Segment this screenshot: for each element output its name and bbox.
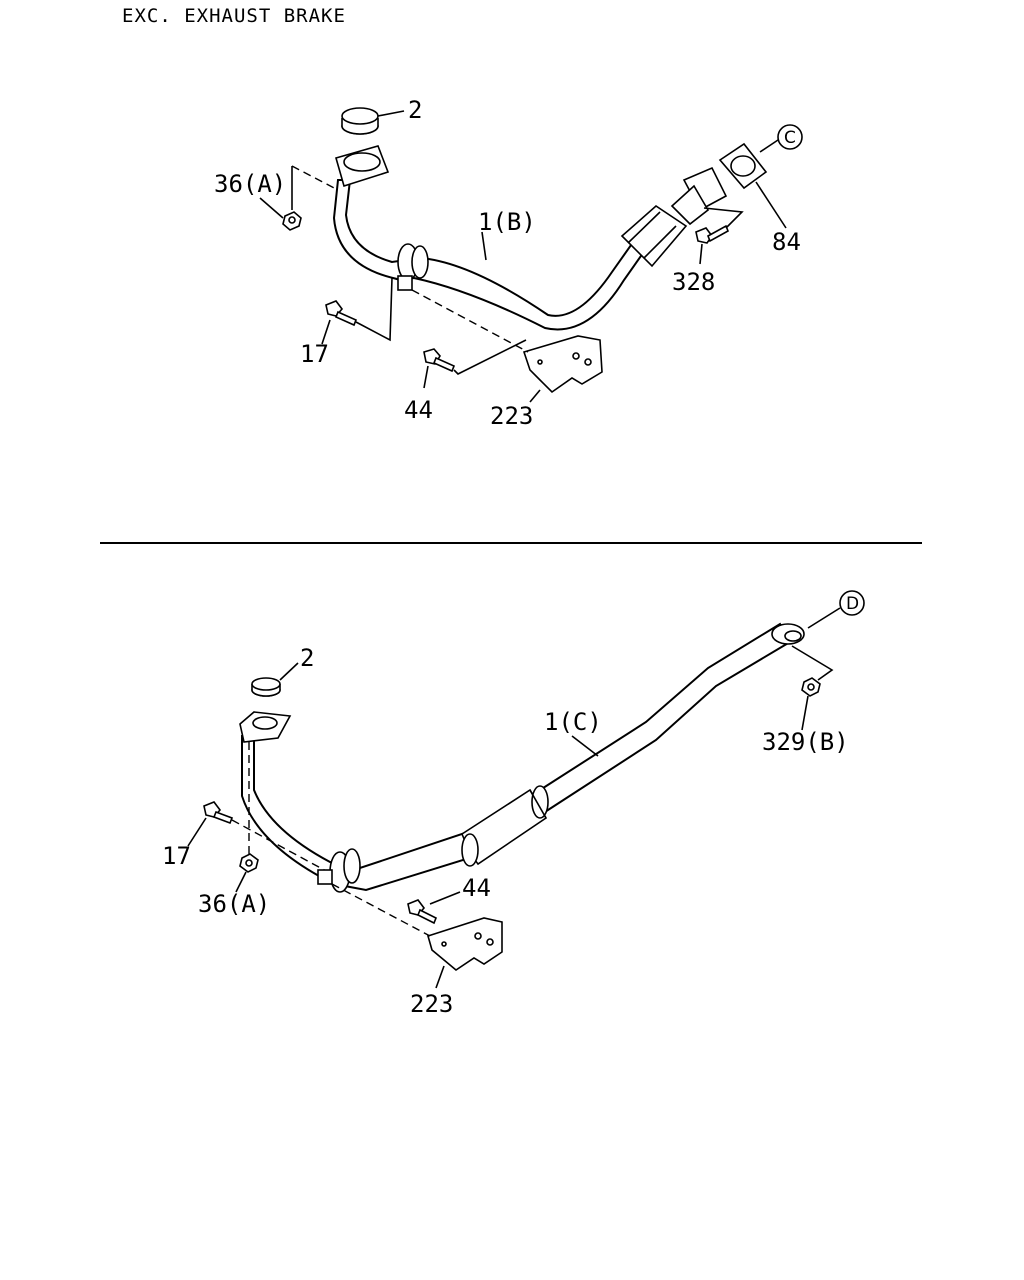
upper-bracket bbox=[522, 335, 603, 394]
lower-ref-circle bbox=[839, 590, 865, 616]
upper-bolt-44 bbox=[423, 348, 456, 373]
upper-label-nut: 36(A) bbox=[214, 170, 286, 198]
upper-exhaust-pipe bbox=[332, 145, 728, 331]
upper-bolt-328 bbox=[695, 224, 730, 244]
upper-nut bbox=[282, 211, 302, 231]
lower-nut bbox=[239, 853, 259, 873]
upper-label-bolt-44: 44 bbox=[404, 396, 433, 424]
upper-gasket bbox=[341, 107, 379, 135]
diagram-header: EXC. EXHAUST BRAKE bbox=[122, 5, 346, 27]
upper-flange-gasket bbox=[718, 142, 768, 190]
lower-label-gasket: 2 bbox=[300, 644, 314, 672]
lower-bracket bbox=[427, 917, 503, 971]
lower-exhaust-pipe bbox=[239, 622, 805, 893]
lower-bolt-44 bbox=[407, 899, 438, 925]
upper-label-bolt-17: 17 bbox=[300, 340, 329, 368]
lower-label-nut-329: 329(B) bbox=[762, 728, 849, 756]
upper-assembly: 2 36(A) 1(B) C 84 328 17 44 223 bbox=[214, 96, 803, 430]
upper-bolt-17 bbox=[325, 300, 358, 327]
lower-label-bolt-17: 17 bbox=[162, 842, 191, 870]
lower-assembly: 2 1(C) D 329(B) 17 36(A) 44 223 bbox=[162, 590, 865, 1018]
upper-label-flange-gasket: 84 bbox=[772, 228, 801, 256]
upper-label-bracket: 223 bbox=[490, 402, 533, 430]
lower-nut-329 bbox=[801, 677, 821, 697]
upper-label-pipe: 1(B) bbox=[478, 208, 536, 236]
lower-label-nut: 36(A) bbox=[198, 890, 270, 918]
upper-ref-circle bbox=[777, 124, 803, 150]
upper-ref-label: C bbox=[784, 128, 796, 148]
upper-label-gasket: 2 bbox=[408, 96, 422, 124]
lower-label-pipe: 1(C) bbox=[544, 708, 602, 736]
lower-ref-label: D bbox=[846, 594, 859, 614]
lower-label-bracket: 223 bbox=[410, 990, 453, 1018]
upper-label-bolt-328: 328 bbox=[672, 268, 715, 296]
lower-gasket bbox=[251, 677, 281, 697]
lower-bolt-17 bbox=[203, 801, 234, 825]
lower-label-bolt-44: 44 bbox=[462, 874, 491, 902]
